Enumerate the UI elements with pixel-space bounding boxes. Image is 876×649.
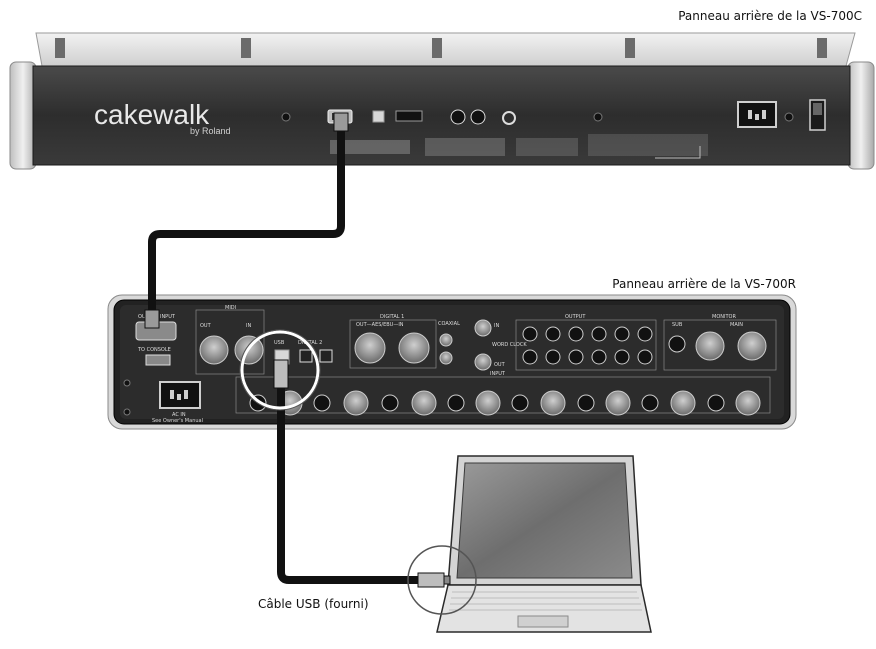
screw-icon bbox=[123, 408, 131, 416]
laptop-usb-highlight bbox=[407, 545, 477, 615]
word-clock-out-port[interactable] bbox=[474, 353, 492, 371]
main-left-xlr[interactable] bbox=[695, 331, 725, 361]
main-right-xlr[interactable] bbox=[737, 331, 767, 361]
sub-label: SUB bbox=[672, 322, 683, 328]
wc-out-label: OUT bbox=[494, 362, 506, 368]
laptop-illustration bbox=[436, 455, 652, 633]
to-console-label: TO CONSOLE bbox=[137, 347, 171, 353]
input-label: INPUT bbox=[490, 371, 506, 377]
wc-in-label: IN bbox=[494, 323, 499, 329]
cable-connector-bottom bbox=[144, 309, 160, 329]
ac-in-label: AC IN bbox=[172, 412, 186, 418]
lcd-contrast-knob[interactable] bbox=[502, 111, 516, 125]
usb-a-plug bbox=[417, 572, 445, 588]
cakewalk-logo: cakewalk bbox=[94, 99, 210, 130]
usb-port-highlight bbox=[240, 330, 320, 410]
roland-logo: by Roland bbox=[190, 126, 231, 136]
touchpad[interactable] bbox=[517, 615, 569, 628]
screw-icon bbox=[784, 112, 794, 122]
usb-port-icon[interactable] bbox=[372, 110, 385, 123]
word-clock-label: WORD CLOCK bbox=[492, 342, 527, 348]
word-clock-in-port[interactable] bbox=[474, 319, 492, 337]
dip-switch[interactable] bbox=[395, 110, 423, 122]
optical-in-port[interactable] bbox=[319, 349, 333, 363]
coaxial-label: COAXIAL bbox=[438, 321, 460, 327]
optical-out-port[interactable] bbox=[299, 349, 313, 363]
see-manual-label: See Owner's Manual bbox=[152, 418, 203, 424]
usb-port-highlight-outline bbox=[239, 329, 321, 411]
usb-b-plug bbox=[273, 359, 289, 389]
usb-cable-caption: Câble USB (fourni) bbox=[258, 597, 369, 611]
coax-in-port[interactable] bbox=[439, 333, 453, 347]
coax-out-port[interactable] bbox=[439, 351, 453, 365]
sub-jack[interactable] bbox=[668, 335, 686, 353]
midi-out-port[interactable] bbox=[199, 335, 229, 365]
console-to-rack-cable bbox=[144, 112, 349, 329]
usb-label: USB bbox=[274, 340, 285, 346]
monitor-label: MONITOR bbox=[712, 314, 736, 320]
midi-in-label: IN bbox=[246, 323, 251, 329]
aes-out-port[interactable] bbox=[354, 332, 386, 364]
midi-out-label: OUT bbox=[200, 323, 212, 329]
screw-icon bbox=[281, 112, 291, 122]
digital1-label: DIGITAL 1 bbox=[380, 314, 404, 320]
rack-rear-panel: OUTPUT INPUT TO CONSOLE MIDI OUT IN USB … bbox=[107, 294, 797, 430]
digital1-sub-label: OUT—AES/EBU—IN bbox=[356, 322, 404, 328]
midi-label: MIDI bbox=[225, 305, 236, 311]
screw-icon bbox=[593, 112, 603, 122]
footswitch-jack[interactable] bbox=[470, 109, 486, 125]
footswitch-jack[interactable] bbox=[450, 109, 466, 125]
main-label: MAIN bbox=[730, 322, 743, 328]
output-jack-grid bbox=[522, 326, 653, 365]
keyboard bbox=[449, 591, 642, 611]
console-rear-caption: Panneau arrière de la VS-700C bbox=[678, 9, 862, 23]
cable-connector-top bbox=[333, 112, 349, 132]
aes-in-port[interactable] bbox=[398, 332, 430, 364]
output-label: OUTPUT bbox=[565, 314, 586, 320]
rack-rear-caption: Panneau arrière de la VS-700R bbox=[612, 277, 796, 291]
usb-cable bbox=[273, 359, 451, 588]
screw-icon bbox=[123, 379, 131, 387]
console-rear-panel: cakewalk by Roland bbox=[9, 32, 875, 170]
